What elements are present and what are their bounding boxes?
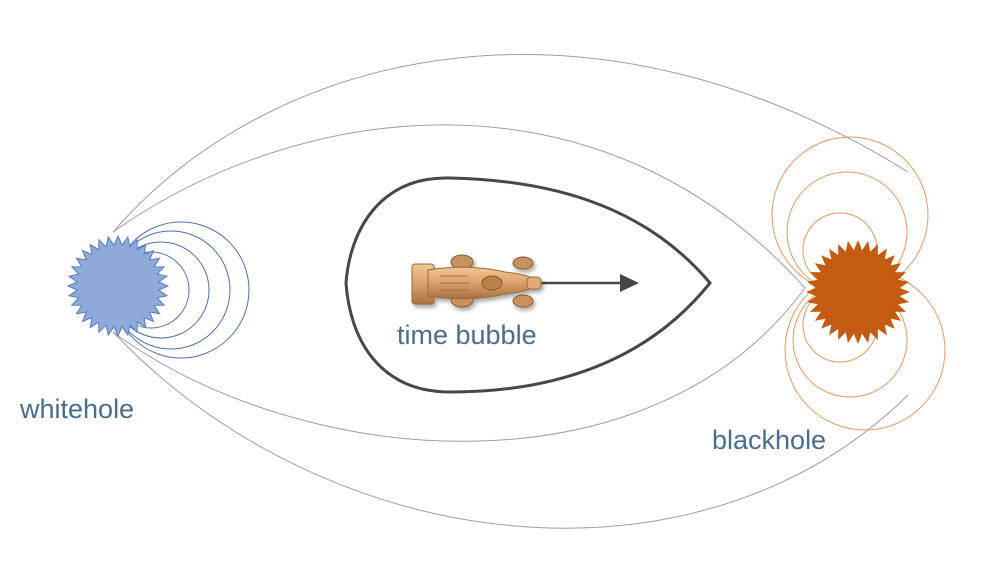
blackhole-star-icon bbox=[806, 240, 910, 344]
arrow-right-icon bbox=[538, 274, 639, 292]
whitehole-label: whitehole bbox=[19, 394, 134, 424]
whitehole-star-icon bbox=[66, 234, 170, 338]
time-bubble-outline bbox=[344, 176, 712, 394]
blackhole-label: blackhole bbox=[712, 425, 826, 455]
field-line-inner-top bbox=[112, 124, 806, 289]
field-lines bbox=[112, 54, 909, 529]
field-line-outer-bottom bbox=[112, 331, 909, 529]
time-bubble-label: time bubble bbox=[397, 320, 537, 350]
field-line-outer-top bbox=[112, 54, 909, 233]
racecar-icon bbox=[411, 254, 543, 308]
field-line-inner-bottom bbox=[112, 287, 806, 442]
